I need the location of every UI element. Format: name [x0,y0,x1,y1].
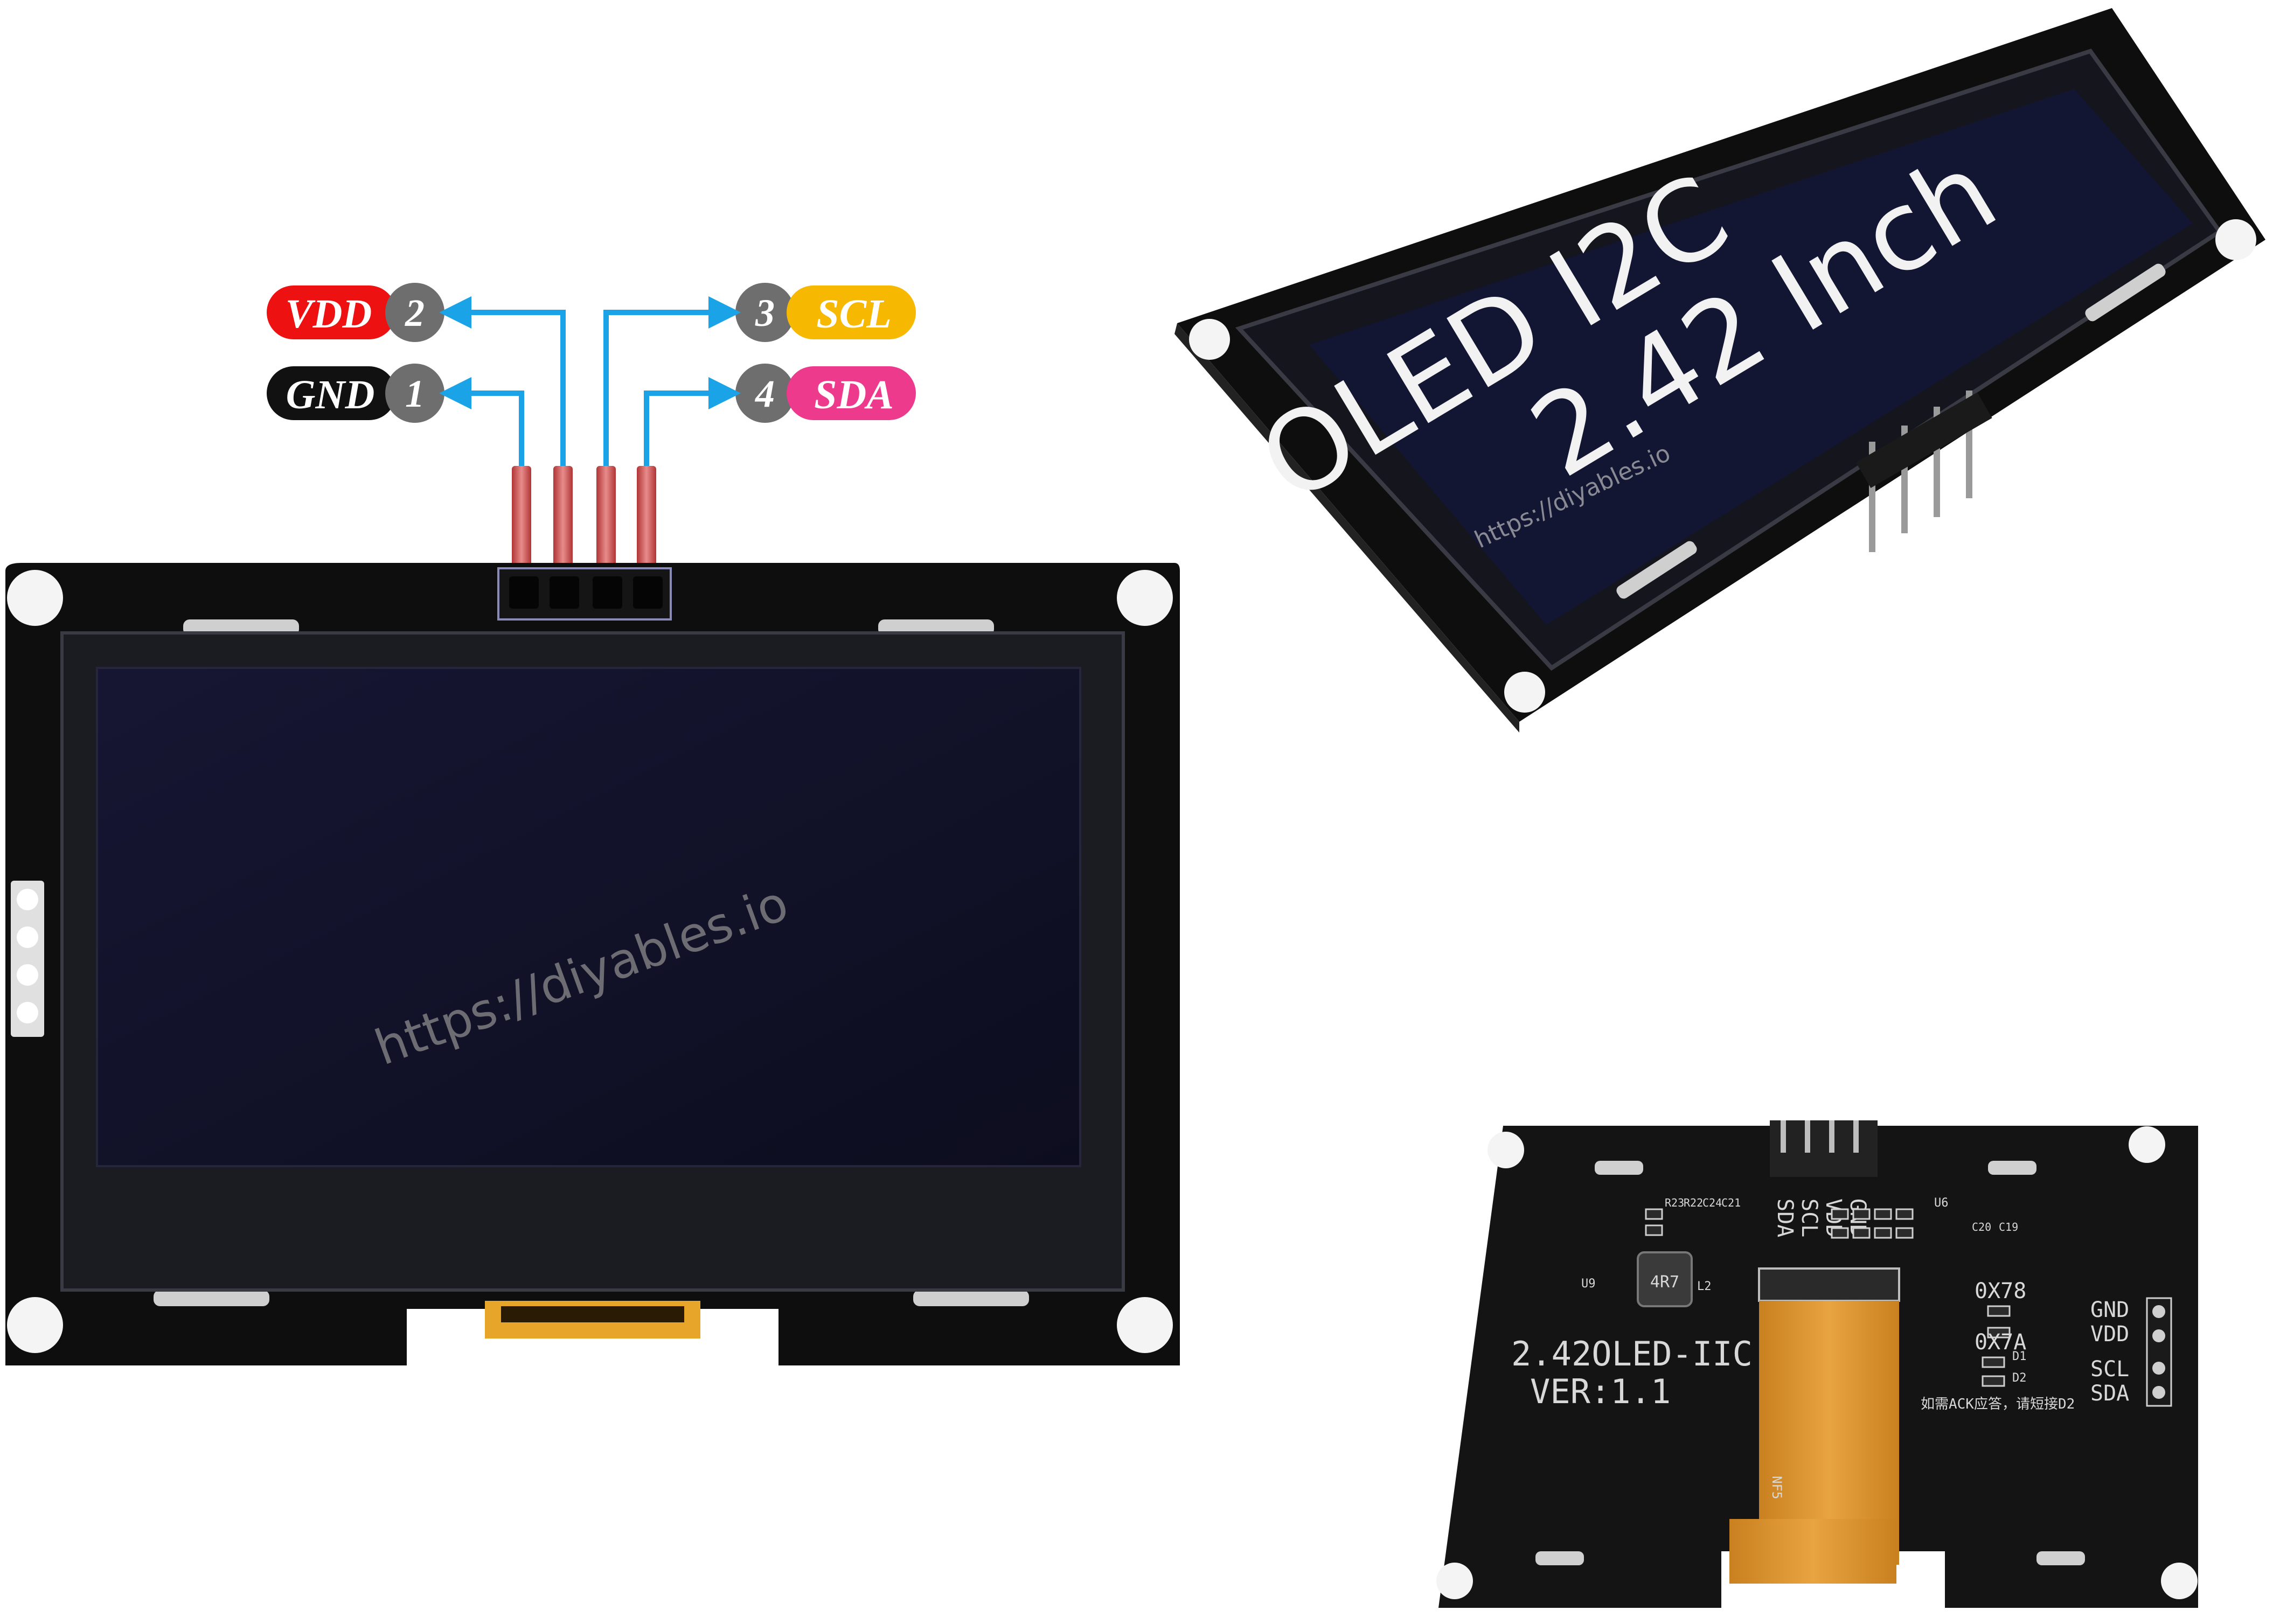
component-label: R22 [1684,1196,1703,1209]
arrow-scl [603,296,741,469]
component-label: L2 [1697,1280,1712,1293]
mount-hole [1117,1297,1173,1353]
pinout-legend: VDD 2 GND 1 3 SCL 4 SDA [267,283,916,469]
display-screen [96,667,1081,1167]
pin-sda [637,466,656,584]
mount-hole [2129,1126,2165,1163]
component-label: C21 [1721,1196,1741,1209]
inductor [1637,1251,1693,1307]
header-label: SDA [1772,1198,1797,1237]
component-label: D1 [2012,1350,2027,1363]
address-label: 0X7A [1975,1330,2026,1355]
header-label: SCL [1797,1198,1822,1237]
pin-number-bg [385,364,444,423]
header-pins [512,466,656,584]
pin-scl [596,466,616,584]
component-label: U9 [1581,1277,1596,1291]
component-label: C19 [1999,1221,2018,1233]
fpc-socket [1758,1267,1900,1302]
pin-number-bg [735,364,795,423]
pin-number: 4 [754,372,775,415]
component-label: U6 [1934,1196,1949,1210]
side-label: VDD [2090,1322,2129,1347]
component-label: C20 [1972,1221,1991,1233]
mount-hole [1504,672,1545,713]
pin-number: 1 [405,372,425,415]
component-label: 4R7 [1650,1273,1679,1292]
arrow-sda [644,377,741,469]
mount-hole [1117,570,1173,626]
angled-screen [1309,89,2193,625]
version-text: VER:1.1 [1530,1372,1671,1411]
component-label: D2 [2012,1371,2027,1385]
pin-label-bg [267,285,396,339]
arrow-vdd [439,296,566,469]
mount-hole [1189,319,1230,360]
back-header [1770,1120,1878,1177]
model-text: 2.42OLED-IIC [1511,1334,1753,1374]
front-view-module: https://diyables.io [5,466,1180,1365]
pin-label-bg [787,366,916,420]
pin-number: 3 [755,291,775,334]
arrow-gnd [439,377,524,469]
pin-label-bg [787,285,916,339]
pin-gnd [512,466,531,584]
pin-badge-gnd: GND 1 [267,364,444,423]
angled-view-module: OLED I2C 2.42 Inch https://diyables.io [1174,8,2265,733]
pin-number-bg [385,283,444,342]
side-label: GND [2090,1298,2129,1322]
pin-vdd [553,466,573,584]
pin-number: 2 [405,291,425,334]
pin-badge-scl: 3 SCL [735,283,916,342]
side-label: SDA [2090,1381,2129,1406]
pin-label: GND [286,372,375,417]
pin-badge-sda: 4 SDA [735,364,916,423]
mount-hole [2161,1563,2198,1599]
note-text: 如需ACK应答，请短接D2 [1921,1396,2075,1412]
pin-badge-vdd: VDD 2 [267,283,444,342]
pin-label-bg [267,366,396,420]
address-label: 0X78 [1975,1279,2026,1304]
pin-label: SCL [816,291,891,337]
mount-hole [1487,1132,1524,1168]
side-label: SCL [2090,1357,2129,1382]
component-label: R23 [1665,1196,1684,1209]
fpc-text: NF5 [1769,1476,1784,1499]
component-label: C24 [1702,1196,1722,1209]
back-view-module: SDA SCL VDD GND 4R7 U9 L2 U6 D1 D2 R23 R… [1436,1120,2198,1608]
mount-hole [1436,1563,1473,1599]
mount-hole [7,570,63,626]
mount-hole [2215,219,2256,260]
mount-hole [7,1297,63,1353]
pin-label: VDD [286,291,372,337]
pin-label: SDA [814,372,894,417]
pin-number-bg [735,283,795,342]
pin-arrows [439,296,741,469]
